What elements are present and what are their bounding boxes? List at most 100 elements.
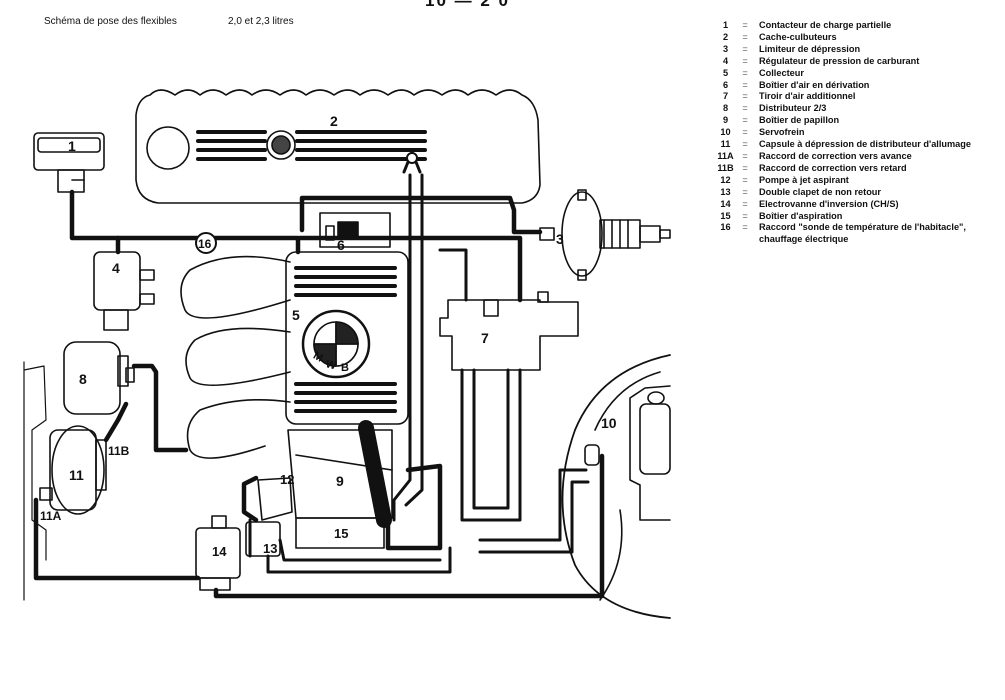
hose-to-limiter: [299, 195, 543, 235]
legend-row: 13 = Double clapet de non retour: [712, 187, 1002, 199]
legend-separator: =: [742, 43, 748, 54]
legend-text: Boîtier d'air en dérivation: [759, 79, 870, 90]
engine-capacity: 2,0 et 2,3 litres: [228, 16, 294, 27]
legend-separator: =: [742, 139, 748, 150]
label-15: 15: [334, 526, 348, 541]
legend-separator: =: [742, 222, 748, 233]
legend-text: Raccord "sonde de température de l'habit…: [759, 222, 966, 245]
hose-collector-bypass: [297, 235, 523, 303]
throttle-body-part: [287, 420, 393, 528]
legend-number: 11B: [717, 162, 734, 173]
legend-number: 1: [722, 20, 729, 30]
hose-aux-air-lower-inner: [472, 368, 510, 510]
legend-separator: =: [742, 150, 748, 161]
label-10: 10: [601, 415, 617, 431]
legend-separator: =: [742, 115, 748, 126]
legend-number: 14: [720, 198, 731, 209]
brake-booster-part: [561, 354, 671, 619]
legend-number: 9: [722, 115, 729, 126]
hose-manifold-vertical: [392, 173, 412, 522]
page-top-fragment: 10 — 2 0: [425, 0, 510, 10]
legend-row: 9=Boîtier de papillon: [712, 115, 1002, 127]
legend-row: 1=Contacteur de charge partielle: [712, 20, 1002, 32]
legend-number: 16: [720, 222, 731, 233]
legend-text: Collecteur: [759, 67, 804, 78]
legend-text: Raccord de correction vers retard: [759, 162, 907, 173]
legend-number: 10: [720, 127, 731, 138]
label-7: 7: [481, 330, 489, 346]
auxiliary-air-slide-part: [439, 291, 579, 371]
legend-row: 16 = Raccord "sonde de température de l'ha…: [712, 222, 1002, 246]
legend-row: 14 = Electrovanne d'inversion (CH/S): [712, 199, 1002, 211]
intake-manifold-runners: [180, 255, 291, 459]
legend-separator: =: [742, 186, 748, 197]
legend-text: Electrovanne d'inversion (CH/S): [759, 198, 899, 209]
hose-to-booster-2: [478, 480, 590, 554]
label-13: 13: [263, 541, 277, 556]
legend-row: 11B = Raccord de correction vers retard: [712, 163, 1002, 175]
legend-number: 13: [720, 186, 731, 197]
label-14: 14: [212, 544, 227, 559]
callout-16-circle: [195, 232, 217, 254]
hose-check-valve: [266, 546, 452, 574]
legend-row: 11A = Raccord de correction vers avance: [712, 151, 1002, 163]
legend-text: Raccord de correction vers avance: [759, 150, 912, 161]
legend-number: 11A: [717, 150, 734, 161]
legend-row: 11=Capsule à dépression de distributeur …: [712, 139, 1002, 151]
label-11b: 11B: [108, 444, 130, 458]
hose-solenoid-return: [213, 453, 605, 599]
collector-part: [285, 251, 409, 425]
legend-number: 3: [722, 43, 729, 54]
hose-aux-air-lower: [460, 368, 522, 522]
legend-text: Régulateur de pression de carburant: [759, 55, 920, 66]
legend-number: 12: [720, 174, 731, 185]
legend-number: 2: [722, 31, 729, 42]
legend-row: 8 = Distributeur 2/3: [712, 103, 1002, 115]
fuel-pressure-regulator-part: [93, 251, 155, 331]
legend-row: 3 = Limiteur de dépression: [712, 44, 1002, 56]
legend-text: Distributeur 2/3: [759, 103, 827, 114]
legend-number: 8: [722, 103, 729, 114]
legend-number: 11: [720, 139, 731, 150]
label-6: 6: [337, 237, 345, 253]
distributor-valve-part: [63, 341, 135, 415]
legend-row: 4 = Régulateur de pression de carburant: [712, 56, 1002, 68]
label-8: 8: [79, 371, 87, 387]
legend-text: Double clapet de non retour: [759, 186, 881, 197]
vacuum-limiter-part: [539, 189, 671, 281]
legend-separator: =: [742, 67, 748, 78]
legend-separator: =: [742, 55, 748, 66]
hose-to-booster: [478, 468, 588, 542]
legend-text: Contacteur de charge partielle: [759, 20, 892, 30]
legend-separator: =: [742, 79, 748, 90]
label-1: 1: [68, 138, 76, 154]
label-4: 4: [112, 260, 120, 276]
valve-cover-part: [135, 89, 541, 204]
hose-routing-diagram: 1 2 3 4 5 6 7 8 9 10 11 11A 11B 12 13 14…: [23, 89, 671, 619]
legend-text: Servofrein: [759, 127, 805, 138]
partial-load-switch-part: [33, 132, 105, 193]
legend-text: Limiteur de dépression: [759, 43, 861, 54]
legend-separator: =: [742, 198, 748, 209]
distributor-outline: [23, 361, 47, 601]
label-16: 16: [198, 237, 212, 251]
legend-text: Tiroir d'air additionnel: [759, 91, 856, 102]
hose-switch-to-manifold: [69, 189, 301, 255]
legend-row: 6 = Boîtier d'air en dérivation: [712, 80, 1002, 92]
legend-row: 2=Cache-culbuteurs: [712, 32, 1002, 44]
legend-separator: =: [742, 162, 748, 173]
suction-housing-part: [295, 517, 385, 549]
legend-row: 10=Servofrein: [712, 127, 1002, 139]
legend-number: 15: [720, 210, 731, 221]
legend-number: 4: [722, 55, 729, 66]
legend-text: Cache-culbuteurs: [759, 31, 837, 42]
label-12: 12: [280, 472, 294, 487]
legend-number: 5: [722, 67, 729, 78]
legend-number: 7: [722, 91, 729, 102]
hose-check-valve-2: [278, 538, 442, 562]
hose-throttle-loop: [385, 463, 443, 551]
label-9: 9: [336, 473, 344, 489]
logo-letter-w: W: [324, 358, 338, 372]
legend-separator: =: [742, 103, 748, 114]
legend-number: 6: [722, 79, 729, 90]
